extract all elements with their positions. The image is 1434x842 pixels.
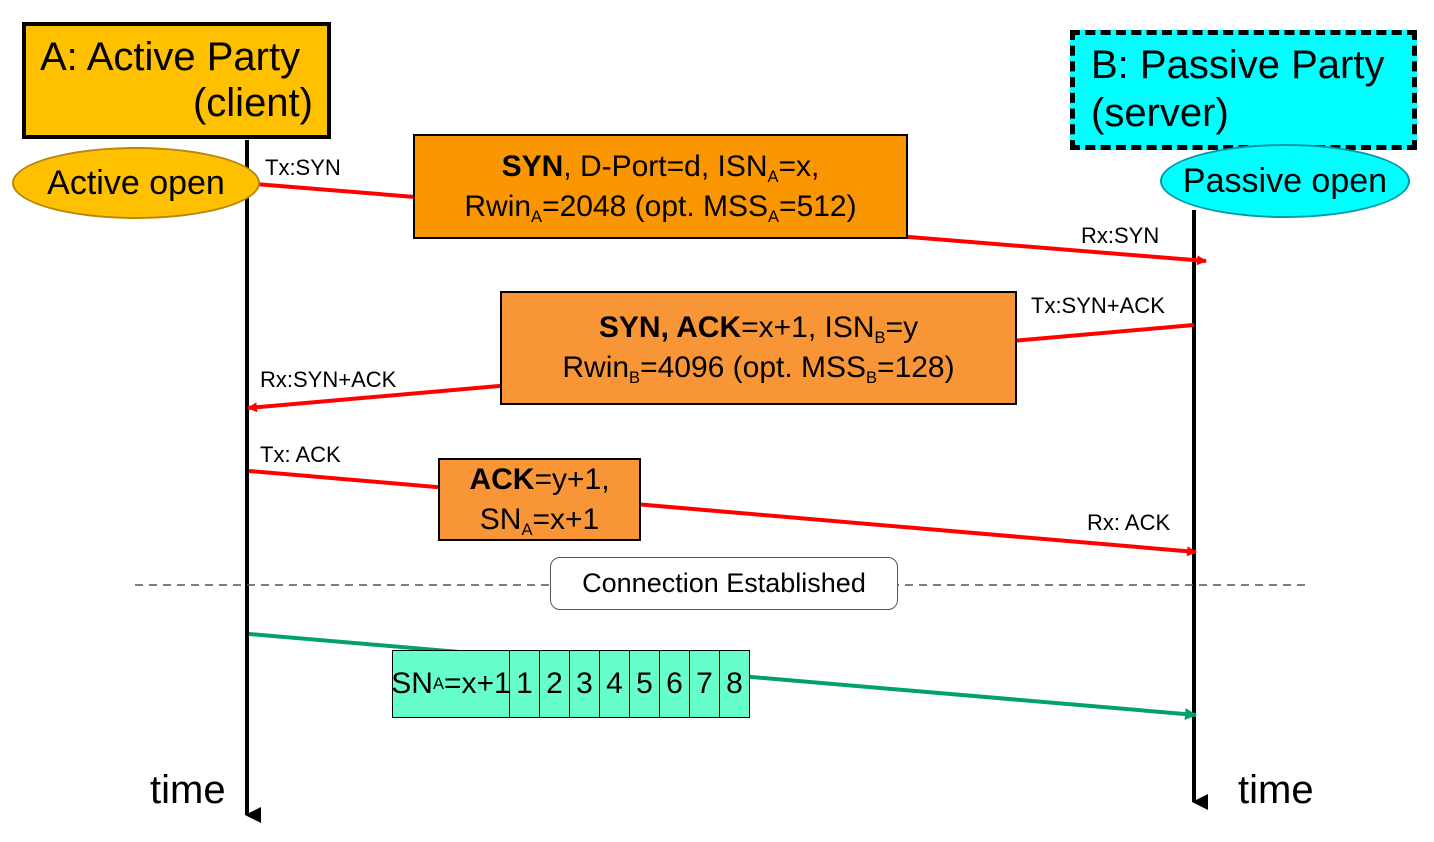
data-byte-cell: 2: [539, 651, 569, 717]
synack-message-box: SYN, ACK=x+1, ISNB=y RwinB=4096 (opt. MS…: [500, 291, 1017, 405]
passive-party-box: B: Passive Party (server): [1070, 30, 1417, 150]
tx-ack-label: Tx: ACK: [260, 442, 341, 467]
passive-party-role: (server): [1091, 91, 1229, 135]
data-byte-cell: 3: [569, 651, 599, 717]
active-party-title: A: Active Party: [40, 35, 301, 79]
rx-ack-label: Rx: ACK: [1087, 510, 1171, 535]
connection-established-label: Connection Established: [550, 557, 898, 610]
tx-syn-label: Tx:SYN: [265, 155, 341, 180]
data-byte-cell: 8: [719, 651, 749, 717]
active-party-box: A: Active Party (client): [22, 22, 331, 139]
active-party-role: (client): [192, 81, 313, 125]
data-byte-cell: 6: [659, 651, 689, 717]
passive-open-state: Passive open: [1160, 144, 1410, 218]
data-byte-cell: 4: [599, 651, 629, 717]
synack-message-line1: SYN, ACK=x+1, ISNB=y: [598, 311, 919, 347]
rx-syn-label: Rx:SYN: [1081, 223, 1160, 248]
time-label-a: time: [150, 768, 226, 812]
active-open-state: Active open: [12, 147, 260, 219]
syn-message-box: SYN, D-Port=d, ISNA=x, RwinA=2048 (opt. …: [413, 134, 908, 239]
ack-message-box: ACK=y+1, SNA=x+1: [438, 458, 641, 541]
data-byte-cell: 1: [509, 651, 539, 717]
time-label-b: time: [1238, 768, 1314, 812]
data-byte-cell: 7: [689, 651, 719, 717]
data-byte-cell: 5: [629, 651, 659, 717]
passive-party-title: B: Passive Party: [1091, 43, 1385, 87]
syn-message-line1: SYN, D-Port=d, ISNA=x,: [501, 149, 820, 186]
tx-synack-label: Tx:SYN+ACK: [1031, 293, 1165, 318]
rx-synack-label: Rx:SYN+ACK: [260, 367, 397, 392]
syn-message-line2: RwinA=2048 (opt. MSSA=512): [464, 189, 857, 226]
ack-message-line2: SNA=x+1: [479, 502, 600, 539]
ack-arrow: [248, 469, 1197, 557]
synack-message-line2: RwinB=4096 (opt. MSSB=128): [562, 351, 955, 387]
ack-message-line1: ACK=y+1,: [469, 462, 610, 496]
